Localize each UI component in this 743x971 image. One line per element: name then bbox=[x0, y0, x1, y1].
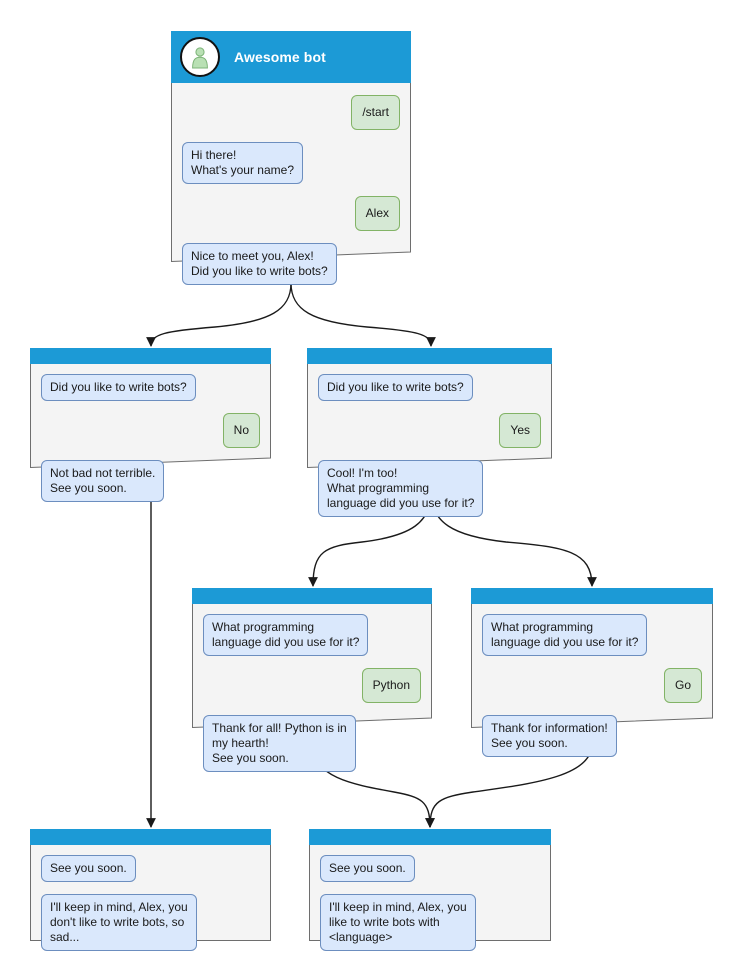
message-row: Yes bbox=[318, 413, 541, 448]
node-end-happy[interactable]: See you soon. I'll keep in mind, Alex, y… bbox=[309, 829, 551, 951]
node-header-bar bbox=[192, 588, 432, 604]
message-row: Hi there! What's your name? bbox=[182, 142, 400, 184]
message-row: Python bbox=[203, 668, 421, 703]
message-row: Did you like to write bots? bbox=[318, 374, 541, 401]
message-row: Not bad not terrible. See you soon. bbox=[41, 460, 260, 502]
chat-body: Did you like to write bots? No Not bad n… bbox=[30, 364, 271, 502]
node-no-branch[interactable]: Did you like to write bots? No Not bad n… bbox=[30, 348, 271, 502]
user-message-bubble[interactable]: Alex bbox=[354, 196, 400, 231]
node-yes-branch[interactable]: Did you like to write bots? Yes Cool! I'… bbox=[307, 348, 552, 517]
message-row: Thank for all! Python is in my hearth! S… bbox=[203, 715, 421, 772]
chat-body: /start Hi there! What's your name? Alex … bbox=[171, 83, 411, 285]
bot-message-bubble[interactable]: See you soon. bbox=[41, 855, 136, 882]
bot-message-bubble[interactable]: I'll keep in mind, Alex, you like to wri… bbox=[320, 894, 476, 951]
message-row: I'll keep in mind, Alex, you like to wri… bbox=[320, 894, 540, 951]
person-avatar-icon bbox=[180, 37, 220, 77]
bot-message-bubble[interactable]: Did you like to write bots? bbox=[41, 374, 196, 401]
bot-message-bubble[interactable]: Cool! I'm too! What programming language… bbox=[318, 460, 484, 517]
bot-message-bubble[interactable]: Thank for all! Python is in my hearth! S… bbox=[203, 715, 356, 772]
node-end-sad[interactable]: See you soon. I'll keep in mind, Alex, y… bbox=[30, 829, 271, 951]
node-header-bar bbox=[30, 348, 271, 364]
bot-message-bubble[interactable]: What programming language did you use fo… bbox=[482, 614, 648, 656]
bot-message-bubble[interactable]: What programming language did you use fo… bbox=[203, 614, 369, 656]
node-header-bar bbox=[309, 829, 551, 845]
message-row: I'll keep in mind, Alex, you don't like … bbox=[41, 894, 260, 951]
edge-root-to-yes bbox=[290, 282, 436, 347]
message-row: What programming language did you use fo… bbox=[482, 614, 702, 656]
edge-go-to-end-happy bbox=[425, 743, 593, 828]
node-header-bar bbox=[471, 588, 713, 604]
user-message-bubble[interactable]: Yes bbox=[499, 413, 541, 448]
chat-body: See you soon. I'll keep in mind, Alex, y… bbox=[309, 845, 551, 951]
message-row: Nice to meet you, Alex! Did you like to … bbox=[182, 243, 400, 285]
message-row: Thank for information! See you soon. bbox=[482, 715, 702, 757]
message-row: /start bbox=[182, 95, 400, 130]
message-row: See you soon. bbox=[41, 855, 260, 882]
bot-message-bubble[interactable]: See you soon. bbox=[320, 855, 415, 882]
node-root[interactable]: Awesome bot /start Hi there! What's your… bbox=[171, 31, 411, 285]
node-header-bar bbox=[30, 829, 271, 845]
user-message-bubble[interactable]: No bbox=[222, 413, 260, 448]
user-message-bubble[interactable]: Python bbox=[361, 668, 421, 703]
message-row: See you soon. bbox=[320, 855, 540, 882]
bot-message-bubble[interactable]: Thank for information! See you soon. bbox=[482, 715, 617, 757]
node-header-bar bbox=[307, 348, 552, 364]
message-row: Go bbox=[482, 668, 702, 703]
user-message-bubble[interactable]: /start bbox=[351, 95, 400, 130]
message-row: No bbox=[41, 413, 260, 448]
user-message-bubble[interactable]: Go bbox=[663, 668, 702, 703]
bot-message-bubble[interactable]: Nice to meet you, Alex! Did you like to … bbox=[182, 243, 337, 285]
message-row: Alex bbox=[182, 196, 400, 231]
message-row: What programming language did you use fo… bbox=[203, 614, 421, 656]
node-header-bar: Awesome bot bbox=[171, 31, 411, 83]
message-row: Cool! I'm too! What programming language… bbox=[318, 460, 541, 517]
message-row: Did you like to write bots? bbox=[41, 374, 260, 401]
bot-message-bubble[interactable]: I'll keep in mind, Alex, you don't like … bbox=[41, 894, 197, 951]
chat-body: See you soon. I'll keep in mind, Alex, y… bbox=[30, 845, 271, 951]
node-python-branch[interactable]: What programming language did you use fo… bbox=[192, 588, 432, 772]
bot-message-bubble[interactable]: Not bad not terrible. See you soon. bbox=[41, 460, 165, 502]
chat-body: What programming language did you use fo… bbox=[192, 604, 432, 772]
bot-message-bubble[interactable]: Did you like to write bots? bbox=[318, 374, 473, 401]
edge-root-to-no bbox=[146, 282, 292, 347]
node-go-branch[interactable]: What programming language did you use fo… bbox=[471, 588, 713, 757]
bot-message-bubble[interactable]: Hi there! What's your name? bbox=[182, 142, 304, 184]
chat-body: What programming language did you use fo… bbox=[471, 604, 713, 757]
chat-body: Did you like to write bots? Yes Cool! I'… bbox=[307, 364, 552, 517]
bot-title: Awesome bot bbox=[234, 49, 326, 65]
